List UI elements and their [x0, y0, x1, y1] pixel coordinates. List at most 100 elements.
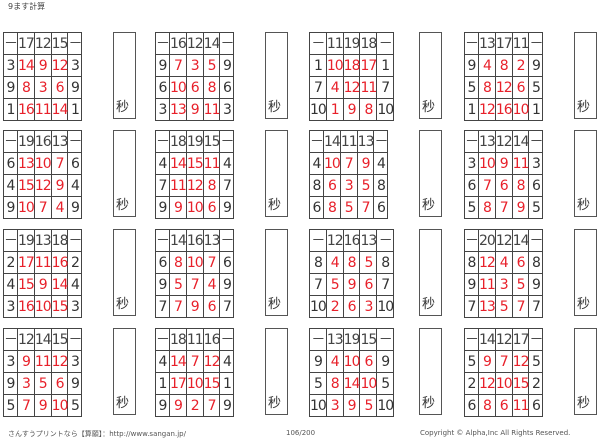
- answer-cell: 11: [511, 152, 530, 175]
- row-number: 3: [67, 54, 83, 77]
- row-number: 9: [155, 273, 170, 296]
- answer-cell: 12: [511, 350, 530, 373]
- row-number: 5: [3, 394, 18, 417]
- row-number: 9: [3, 372, 18, 395]
- row-number: 4: [155, 350, 170, 373]
- operator-cell: －: [67, 32, 83, 55]
- answer-cell: 14: [342, 372, 361, 395]
- answer-cell: 12: [478, 98, 496, 121]
- time-box[interactable]: 秒: [419, 130, 442, 217]
- row-number: 2: [67, 251, 83, 274]
- time-box[interactable]: 秒: [113, 328, 136, 415]
- answer-cell: 10: [33, 295, 52, 318]
- answer-cell: 12: [494, 76, 513, 99]
- header-number: 17: [17, 32, 35, 55]
- answer-cell: 9: [17, 350, 35, 373]
- header-number: 13: [325, 328, 344, 351]
- answer-cell: 10: [359, 372, 378, 395]
- operator-cell: －: [528, 130, 544, 153]
- time-box[interactable]: 秒: [419, 328, 442, 415]
- row-number: 8: [309, 174, 324, 197]
- row-number: 4: [219, 350, 235, 373]
- operator-cell: －: [219, 229, 235, 252]
- row-number: 8: [309, 251, 327, 274]
- row-number: 6: [464, 394, 479, 417]
- header-number: 12: [494, 328, 513, 351]
- time-box[interactable]: 秒: [574, 32, 597, 119]
- answer-cell: 9: [494, 152, 513, 175]
- row-number: 9: [464, 273, 479, 296]
- answer-cell: 14: [169, 152, 187, 175]
- time-box[interactable]: 秒: [113, 229, 136, 316]
- row-number: 9: [67, 372, 83, 395]
- header-number: 14: [202, 32, 221, 55]
- time-box[interactable]: 秒: [113, 130, 136, 217]
- answer-cell: 7: [511, 295, 530, 318]
- seconds-label: 秒: [116, 396, 130, 411]
- time-box[interactable]: 秒: [574, 229, 597, 316]
- header-number: 16: [185, 229, 204, 252]
- answer-cell: 12: [478, 372, 496, 395]
- row-number: 9: [219, 196, 235, 219]
- answer-cell: 14: [50, 98, 69, 121]
- time-box[interactable]: 秒: [265, 130, 288, 217]
- row-number: 9: [3, 196, 18, 219]
- row-number: 8: [376, 251, 395, 274]
- answer-cell: 11: [33, 98, 52, 121]
- row-number: 10: [376, 98, 395, 121]
- answer-cell: 4: [494, 251, 513, 274]
- time-box[interactable]: 秒: [419, 229, 442, 316]
- row-number: 1: [309, 54, 327, 77]
- answer-cell: 5: [511, 273, 530, 296]
- answer-cell: 9: [169, 196, 187, 219]
- time-box[interactable]: 秒: [113, 32, 136, 119]
- answer-cell: 5: [339, 196, 358, 219]
- header-number: 15: [202, 130, 221, 153]
- answer-cell: 1: [325, 98, 344, 121]
- operator-cell: －: [155, 328, 170, 351]
- time-box[interactable]: 秒: [419, 32, 442, 119]
- header-number: 13: [478, 130, 496, 153]
- operator-cell: －: [464, 130, 479, 153]
- answer-cell: 8: [478, 76, 496, 99]
- time-box[interactable]: 秒: [265, 229, 288, 316]
- row-number: 1: [155, 372, 170, 395]
- answer-cell: 5: [169, 273, 187, 296]
- row-number: 4: [373, 152, 389, 175]
- seconds-label: 秒: [577, 396, 591, 411]
- operator-cell: －: [464, 229, 479, 252]
- row-number: 9: [528, 54, 544, 77]
- header-number: 19: [17, 229, 35, 252]
- answer-cell: 7: [339, 152, 358, 175]
- row-number: 7: [309, 273, 327, 296]
- answer-cell: 8: [359, 98, 378, 121]
- answer-cell: 6: [511, 251, 530, 274]
- answer-cell: 8: [17, 76, 35, 99]
- answer-cell: 12: [202, 350, 221, 373]
- worksheet-title: 9ます計算: [8, 2, 46, 11]
- time-box[interactable]: 秒: [265, 32, 288, 119]
- operator-cell: －: [376, 32, 395, 55]
- seconds-label: 秒: [268, 396, 282, 411]
- time-box[interactable]: 秒: [574, 130, 597, 217]
- operator-cell: －: [155, 229, 170, 252]
- header-number: 16: [33, 130, 52, 153]
- answer-cell: 7: [50, 152, 69, 175]
- answer-cell: 11: [33, 350, 52, 373]
- row-number: 10: [309, 295, 327, 318]
- header-number: 14: [478, 328, 496, 351]
- row-number: 3: [67, 295, 83, 318]
- answer-cell: 6: [50, 76, 69, 99]
- row-number: 1: [67, 98, 83, 121]
- row-number: 8: [528, 251, 544, 274]
- footer-site-link[interactable]: さんすうプリントなら【算願】：http://www.sangan.jp/: [8, 430, 186, 438]
- header-number: 13: [478, 32, 496, 55]
- time-box[interactable]: 秒: [265, 328, 288, 415]
- time-box[interactable]: 秒: [574, 328, 597, 415]
